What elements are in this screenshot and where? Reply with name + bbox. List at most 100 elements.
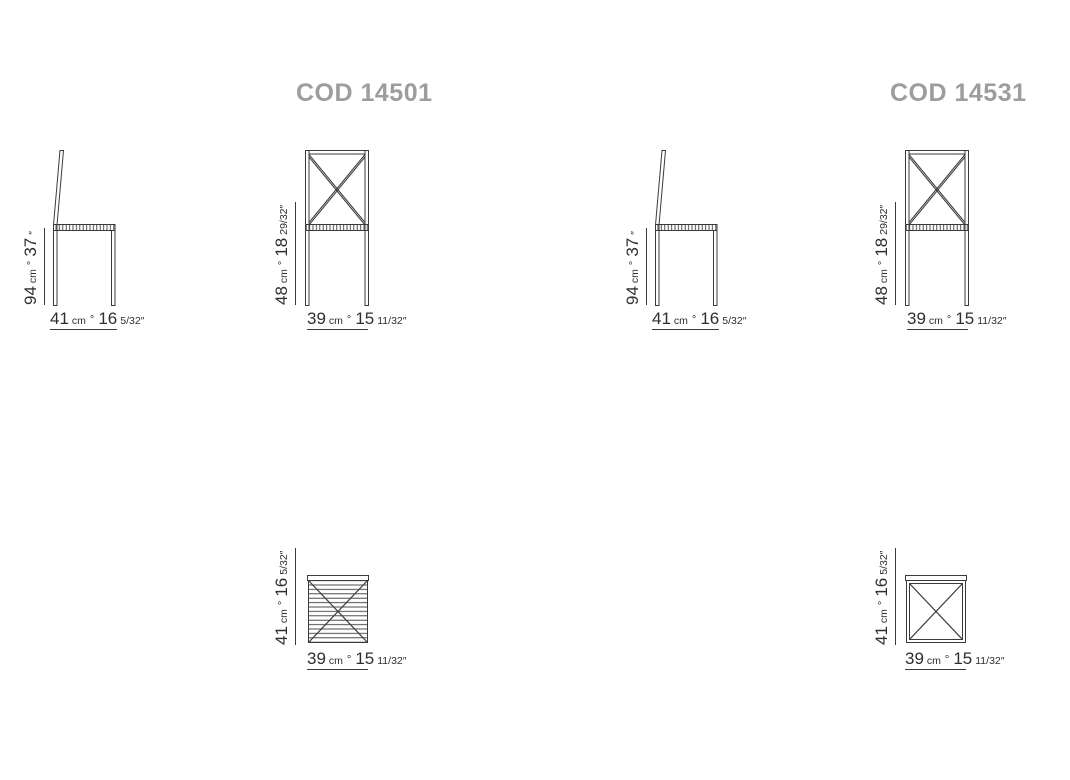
dimension-fraction: 29/32″ <box>878 204 890 235</box>
dimension-value-in: 16 <box>872 577 891 597</box>
dimension-value-cm: 39 <box>307 649 326 668</box>
dimension-fraction: 5/32″ <box>722 315 747 327</box>
dimension-value-in: 15 <box>953 649 973 668</box>
dimension-separator: ° <box>89 314 95 326</box>
dimension-separator: ° <box>277 600 289 606</box>
dimension-value-in: 15 <box>355 649 375 668</box>
dimension-unit: cm <box>928 315 943 327</box>
dimension-value-cm: 94 <box>623 286 642 305</box>
dimension-value-in: 16 <box>272 577 291 597</box>
cross-diagonals <box>909 583 963 640</box>
dimension-value-in: 15 <box>955 309 975 328</box>
dimension-unit: cm <box>27 269 39 284</box>
dimension-unit: cm <box>926 655 941 667</box>
cross-brace <box>908 154 966 226</box>
seat-rail <box>905 224 969 231</box>
dimension-fraction: ″ <box>27 231 39 235</box>
product-code-title: COD 14501 <box>296 79 433 107</box>
dimension-fraction: 11/32″ <box>977 315 1007 327</box>
dimension-value-cm: 48 <box>272 286 291 305</box>
dimension-value-cm: 94 <box>21 286 40 305</box>
chair-front-leg <box>713 230 718 306</box>
dimension-separator: ° <box>277 260 289 266</box>
dimension-separator: ° <box>628 260 640 266</box>
dimension-unit: cm <box>278 609 290 624</box>
dimension-value-cm: 41 <box>872 626 891 645</box>
front-height-dimension: 48 cm ° 18 29/32″ <box>272 201 296 305</box>
chair-front-view <box>305 150 369 306</box>
dimension-separator: ° <box>877 260 889 266</box>
dimension-fraction: 5/32″ <box>120 315 145 327</box>
dimension-fraction: 5/32″ <box>878 550 890 575</box>
dimension-fraction: 11/32″ <box>975 655 1005 667</box>
chair-front-view <box>905 150 969 306</box>
dimension-separator: ° <box>691 314 697 326</box>
dimension-value-in: 18 <box>872 237 891 257</box>
dimension-fraction: 29/32″ <box>278 204 290 235</box>
chair-side-view <box>53 150 116 306</box>
dimension-separator: ° <box>26 260 38 266</box>
dimension-value-in: 37 <box>21 237 40 257</box>
dimension-fraction: ″ <box>629 231 641 235</box>
dimension-value-cm: 41 <box>652 309 671 328</box>
chair-top-view <box>307 575 369 643</box>
dimension-separator: ° <box>346 654 352 666</box>
dimension-value-in: 37 <box>623 237 642 257</box>
chair-seat <box>655 224 718 231</box>
dimension-unit: cm <box>328 315 343 327</box>
dimension-unit: cm <box>878 269 890 284</box>
dimension-line <box>652 329 719 330</box>
front-height-dimension: 48 cm ° 18 29/32″ <box>872 201 896 305</box>
dimension-unit: cm <box>71 315 86 327</box>
chair-front-leg <box>111 230 116 306</box>
cross-brace <box>308 154 366 226</box>
dimension-unit: cm <box>673 315 688 327</box>
product-code-title: COD 14531 <box>890 79 1027 107</box>
dimension-value-cm: 39 <box>905 649 924 668</box>
top-depth-dimension: 41 cm ° 16 5/32″ <box>272 547 296 645</box>
dimension-fraction: 11/32″ <box>377 315 407 327</box>
backrest-top <box>905 575 967 581</box>
dimension-value-cm: 39 <box>907 309 926 328</box>
dimension-value-cm: 39 <box>307 309 326 328</box>
seat-rail <box>305 224 369 231</box>
side-height-dimension: 94 cm ° 37 ″ <box>623 228 647 305</box>
dimension-value-in: 16 <box>700 309 720 328</box>
top-rail <box>908 150 966 155</box>
dimension-unit: cm <box>878 609 890 624</box>
dimension-value-in: 16 <box>98 309 118 328</box>
dimension-value-cm: 48 <box>872 286 891 305</box>
seat-outline <box>906 580 966 643</box>
dimension-unit: cm <box>278 269 290 284</box>
dimension-separator: ° <box>877 600 889 606</box>
seat-inner-frame <box>909 583 963 640</box>
top-depth-dimension: 41 cm ° 16 5/32″ <box>872 547 896 645</box>
dimension-line <box>307 669 368 670</box>
dimension-separator: ° <box>944 654 950 666</box>
dimension-value-in: 18 <box>272 237 291 257</box>
dimension-line <box>50 329 117 330</box>
dimension-fraction: 5/32″ <box>278 550 290 575</box>
dimension-separator: ° <box>946 314 952 326</box>
dimension-line <box>905 669 966 670</box>
dimension-value-cm: 41 <box>50 309 69 328</box>
dimension-value-in: 15 <box>355 309 375 328</box>
dimension-unit: cm <box>629 269 641 284</box>
dimension-value-cm: 41 <box>272 626 291 645</box>
dimension-line <box>307 329 368 330</box>
backrest-top <box>307 575 369 581</box>
side-height-dimension: 94 cm ° 37 ″ <box>21 228 45 305</box>
dimension-separator: ° <box>346 314 352 326</box>
dimension-fraction: 11/32″ <box>377 655 407 667</box>
chair-side-view <box>655 150 718 306</box>
dimension-line <box>907 329 968 330</box>
chair-seat <box>53 224 116 231</box>
top-rail <box>308 150 366 155</box>
